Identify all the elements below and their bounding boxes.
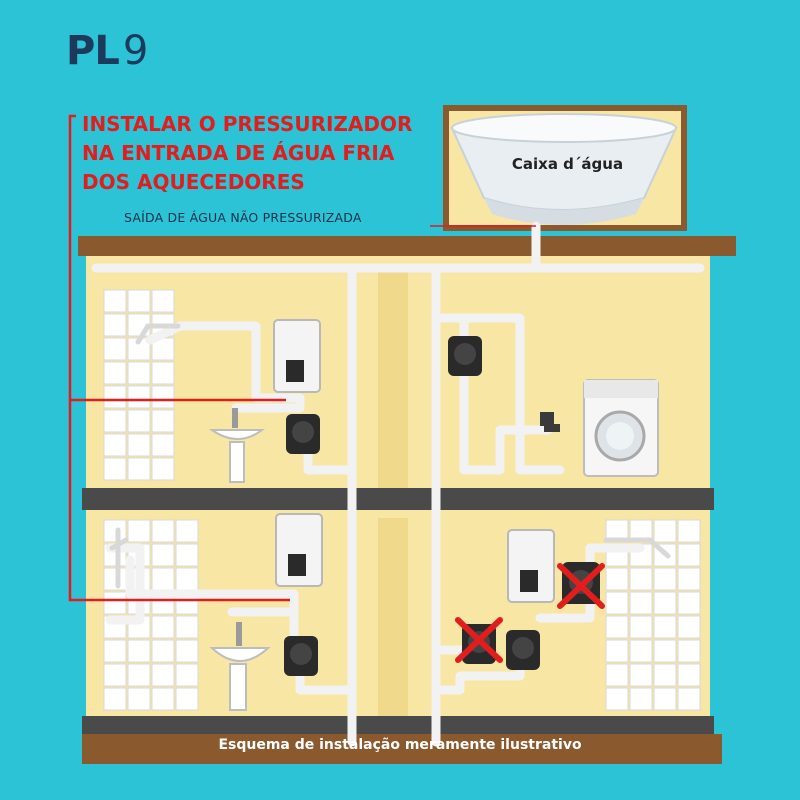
bottom-slab bbox=[82, 716, 714, 734]
sink-icon bbox=[209, 622, 271, 711]
middle-slab bbox=[82, 488, 714, 510]
roof-beam bbox=[78, 236, 736, 256]
callout-line: DOS AQUECEDORES bbox=[82, 170, 305, 194]
shower-icon bbox=[135, 323, 181, 345]
foundation-beam bbox=[82, 734, 722, 764]
shower-icon bbox=[109, 527, 129, 589]
pressure-pump-icon bbox=[286, 414, 320, 454]
brand-name: PL bbox=[66, 28, 120, 74]
water-heater-icon bbox=[275, 513, 323, 587]
footer-caption: Esquema de instalação meramente ilustrat… bbox=[218, 737, 582, 753]
saida-label: SAÍDA DE ÁGUA NÃO PRESSURIZADA bbox=[124, 210, 362, 225]
pressure-pump-icon bbox=[506, 630, 540, 670]
sink-icon bbox=[208, 408, 266, 483]
room-divider-upper bbox=[378, 270, 408, 488]
water-heater-icon bbox=[273, 319, 321, 393]
pressure-pump-icon bbox=[284, 636, 318, 676]
water-heater-icon bbox=[507, 529, 555, 603]
washing-machine-icon bbox=[583, 379, 659, 477]
model-number: 9 bbox=[122, 28, 148, 74]
cross-mark-icon bbox=[557, 563, 605, 609]
installation-callout: INSTALAR O PRESSURIZADOR NA ENTRADA DE Á… bbox=[82, 110, 412, 197]
callout-line: NA ENTRADA DE ÁGUA FRIA bbox=[82, 141, 395, 165]
water-tank-icon bbox=[450, 113, 678, 225]
callout-leader bbox=[68, 114, 290, 602]
pressure-pump-icon bbox=[448, 336, 482, 376]
cross-mark-icon bbox=[455, 617, 503, 663]
callout-line: INSTALAR O PRESSURIZADOR bbox=[82, 112, 413, 136]
room-divider-lower bbox=[378, 518, 408, 716]
faucet-icon bbox=[540, 412, 560, 432]
shower-icon bbox=[603, 537, 671, 559]
tank-label: Caixa d´água bbox=[511, 155, 624, 173]
